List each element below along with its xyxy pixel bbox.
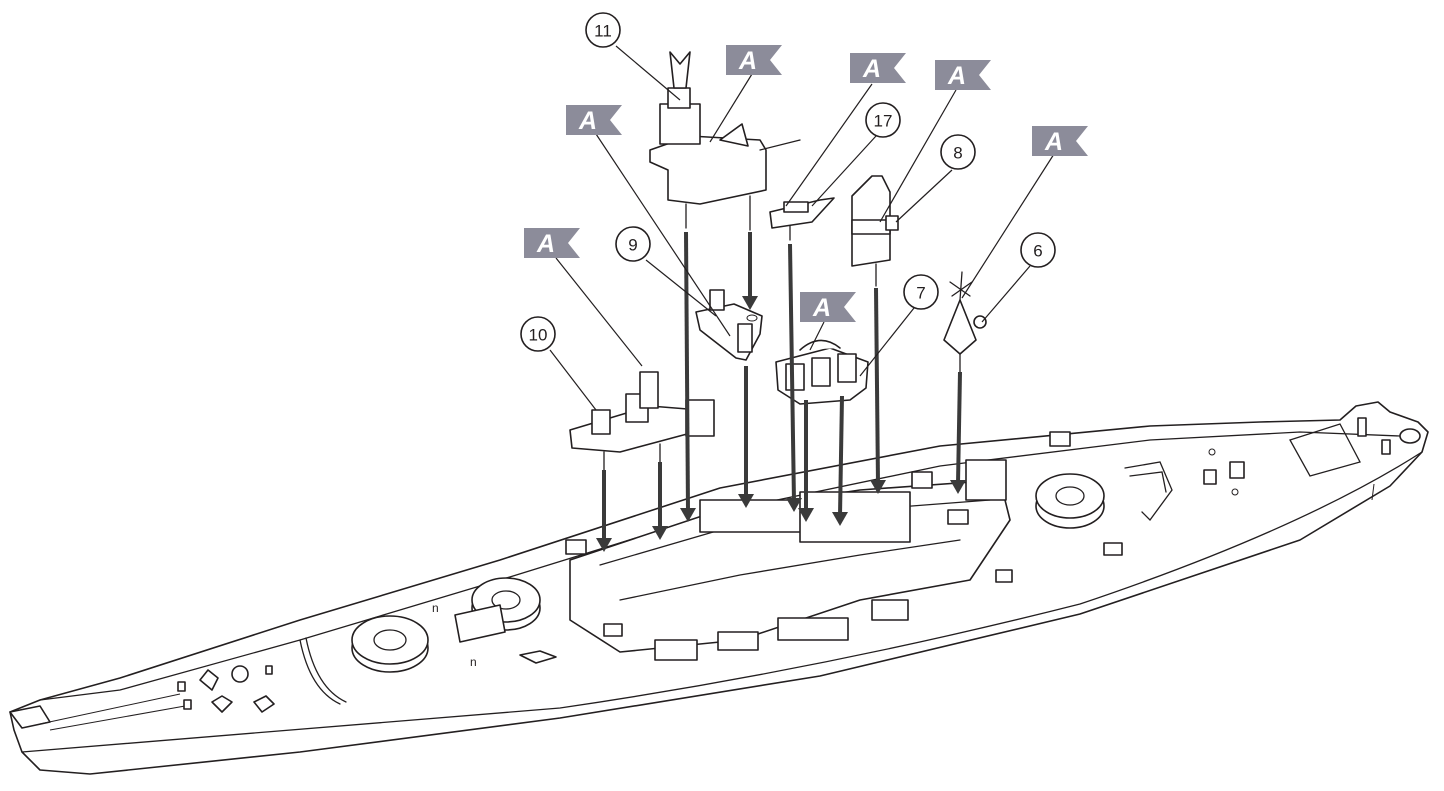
flag-leader-line	[879, 89, 957, 223]
callout-17: 17	[865, 102, 901, 138]
flag-letter: A	[536, 230, 555, 258]
callout-circle	[1020, 232, 1056, 268]
callout-9: 9	[615, 226, 651, 262]
callout-number: 8	[953, 144, 962, 163]
callout-leader-line	[895, 169, 953, 223]
down-arrow-icon	[652, 462, 668, 540]
flag-letter: A	[812, 294, 831, 322]
callout-number: 7	[916, 284, 925, 303]
flag-letter: A	[578, 107, 597, 135]
part-11-icon	[649, 51, 801, 231]
callout-leader-line	[811, 135, 877, 207]
part-9-icon	[695, 289, 763, 361]
part-17-icon	[769, 197, 835, 241]
flag-letter: A	[738, 47, 757, 75]
svg-text:n: n	[470, 655, 477, 669]
callout-number: 9	[628, 236, 637, 255]
flag-leader-line	[785, 83, 873, 207]
down-arrow-icon	[596, 470, 612, 552]
callout-circle	[520, 316, 556, 352]
glue-flag-icon: A	[1032, 126, 1088, 156]
flag-letter: A	[1044, 128, 1063, 156]
callout-circle	[903, 274, 939, 310]
leader-layer	[549, 45, 1055, 411]
callout-number: 17	[874, 112, 893, 131]
down-arrow-icon	[680, 231, 696, 522]
battleship-hull-icon: n n	[9, 401, 1429, 775]
callout-11: 11	[585, 12, 621, 48]
down-arrow-icon	[798, 400, 814, 522]
flag-leader-line	[961, 153, 1055, 299]
glue-flag-icon: A	[935, 60, 991, 90]
callout-number: 10	[529, 326, 548, 345]
callout-6: 6	[1020, 232, 1056, 268]
callout-leader-line	[549, 349, 597, 411]
callout-number: 11	[594, 22, 612, 41]
part-10-icon	[569, 371, 715, 471]
down-arrow-icon	[742, 232, 758, 310]
callout-leader-line	[615, 45, 681, 101]
down-arrow-icon	[950, 371, 966, 494]
flag-layer: A A A A A A A	[524, 45, 1088, 322]
callout-10: 10	[520, 316, 556, 352]
flag-leader-line	[555, 257, 643, 367]
callout-leader-line	[859, 307, 915, 377]
arrow-layer	[596, 231, 966, 552]
callout-7: 7	[903, 274, 939, 310]
down-arrow-icon	[870, 287, 886, 494]
glue-flag-icon: A	[566, 105, 622, 135]
flag-letter: A	[947, 62, 966, 90]
glue-flag-icon: A	[850, 53, 906, 83]
flag-leader-line	[709, 73, 753, 143]
callout-8: 8	[940, 134, 976, 170]
callout-layer: 11 17 8 9 6 7 10	[520, 12, 1056, 352]
callout-circle	[940, 134, 976, 170]
callout-number: 6	[1033, 242, 1042, 261]
glue-flag-icon: A	[726, 45, 782, 75]
down-arrow-icon	[786, 243, 802, 512]
part-8-icon	[851, 175, 899, 287]
glue-flag-icon: A	[800, 292, 856, 322]
glue-flag-icon: A	[524, 228, 580, 258]
down-arrow-icon	[832, 395, 848, 526]
flag-leader-line	[809, 321, 825, 351]
callout-leader-line	[981, 265, 1031, 323]
callout-leader-line	[645, 259, 717, 317]
part-6-icon	[943, 271, 987, 373]
callout-circle	[865, 102, 901, 138]
callout-circle	[615, 226, 651, 262]
flag-leader-line	[595, 133, 731, 337]
flag-letter: A	[862, 55, 881, 83]
svg-text:n: n	[432, 601, 439, 615]
down-arrow-icon	[738, 366, 754, 508]
callout-circle	[585, 12, 621, 48]
